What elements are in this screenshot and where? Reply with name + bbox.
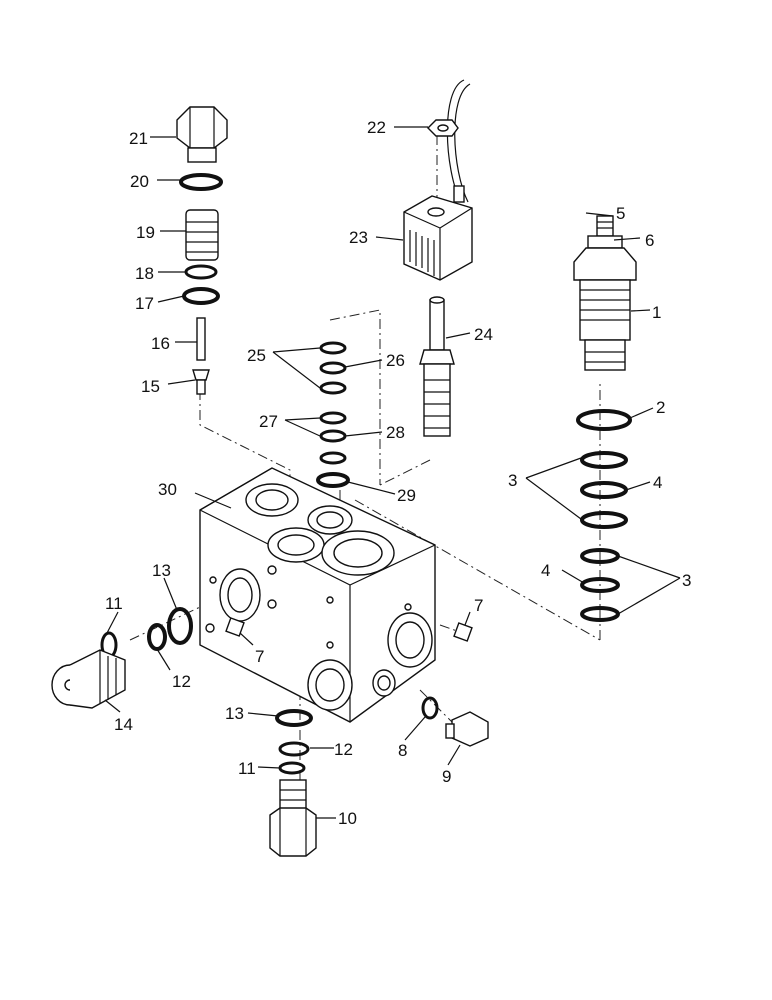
cartridge-valve	[573, 215, 637, 371]
callout-22: 22	[367, 118, 386, 137]
port-plug-group	[225, 617, 489, 747]
callout-19: 19	[136, 223, 155, 242]
callout-15: 15	[141, 377, 160, 396]
callout-13-upper: 13	[152, 561, 171, 580]
callout-12-lower: 12	[334, 740, 353, 759]
callout-8: 8	[398, 741, 407, 760]
callout-23: 23	[349, 228, 368, 247]
callout-2: 2	[656, 398, 665, 417]
callout-4-upper: 4	[653, 473, 662, 492]
callout-26: 26	[386, 351, 405, 370]
center-seal-rings	[316, 341, 350, 488]
callout-24: 24	[474, 325, 493, 344]
valve-body	[199, 467, 436, 723]
callout-7-right: 7	[474, 596, 483, 615]
leader-lines	[104, 126, 681, 819]
callout-13-lower: 13	[225, 704, 244, 723]
callout-30: 30	[158, 480, 177, 499]
callout-21: 21	[129, 129, 148, 148]
callout-labels: 21 20 19 18 17 16 15 22 23 24 5 6 1 2 3 …	[105, 118, 691, 828]
callout-9: 9	[442, 767, 451, 786]
callout-16: 16	[151, 334, 170, 353]
bottom-plug-group	[269, 709, 317, 857]
callout-3-lower: 3	[682, 571, 691, 590]
callout-20: 20	[130, 172, 149, 191]
side-plug-group	[51, 607, 193, 709]
callout-11-upper: 11	[105, 594, 123, 613]
callout-14: 14	[114, 715, 133, 734]
plug-stack	[176, 106, 228, 395]
callout-17: 17	[135, 294, 154, 313]
callout-10: 10	[338, 809, 357, 828]
callout-27: 27	[259, 412, 278, 431]
callout-3-upper: 3	[508, 471, 517, 490]
callout-4-lower: 4	[541, 561, 550, 580]
callout-18: 18	[135, 264, 154, 283]
callout-11-lower: 11	[238, 759, 256, 778]
callout-7-left: 7	[255, 647, 264, 666]
callout-1: 1	[652, 303, 661, 322]
solenoid-group	[403, 79, 473, 437]
callout-5: 5	[616, 204, 625, 223]
callout-25: 25	[247, 346, 266, 365]
right-seal-rings	[576, 409, 632, 622]
callout-29: 29	[397, 486, 416, 505]
callout-12-upper: 12	[172, 672, 191, 691]
callout-28: 28	[386, 423, 405, 442]
callout-6: 6	[645, 231, 654, 250]
